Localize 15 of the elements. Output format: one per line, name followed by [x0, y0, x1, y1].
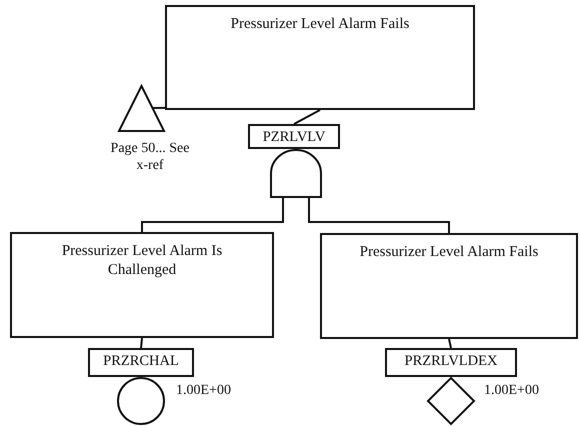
connector-line [153, 106, 165, 110]
event-box: Pressurizer Level Alarm Is Challenged [10, 232, 274, 338]
event-id-box: PRZRCHAL [88, 348, 194, 377]
connector-line [140, 338, 143, 348]
probability-value: 1.00E+00 [176, 382, 232, 399]
connector-line [141, 198, 284, 232]
event-id-box: PZRLVLV [248, 124, 340, 149]
connector-line [448, 338, 452, 348]
connector-line [308, 198, 450, 233]
connector-line [294, 109, 320, 125]
event-box: Pressurizer Level Alarm Fails [320, 233, 578, 339]
probability-value: 1.00E+00 [484, 382, 540, 399]
event-box: Pressurizer Level Alarm Fails [165, 5, 475, 110]
transfer-note: Page 50... See x-ref [110, 140, 190, 174]
event-id-box: PRZRLVLDEX [385, 348, 517, 377]
